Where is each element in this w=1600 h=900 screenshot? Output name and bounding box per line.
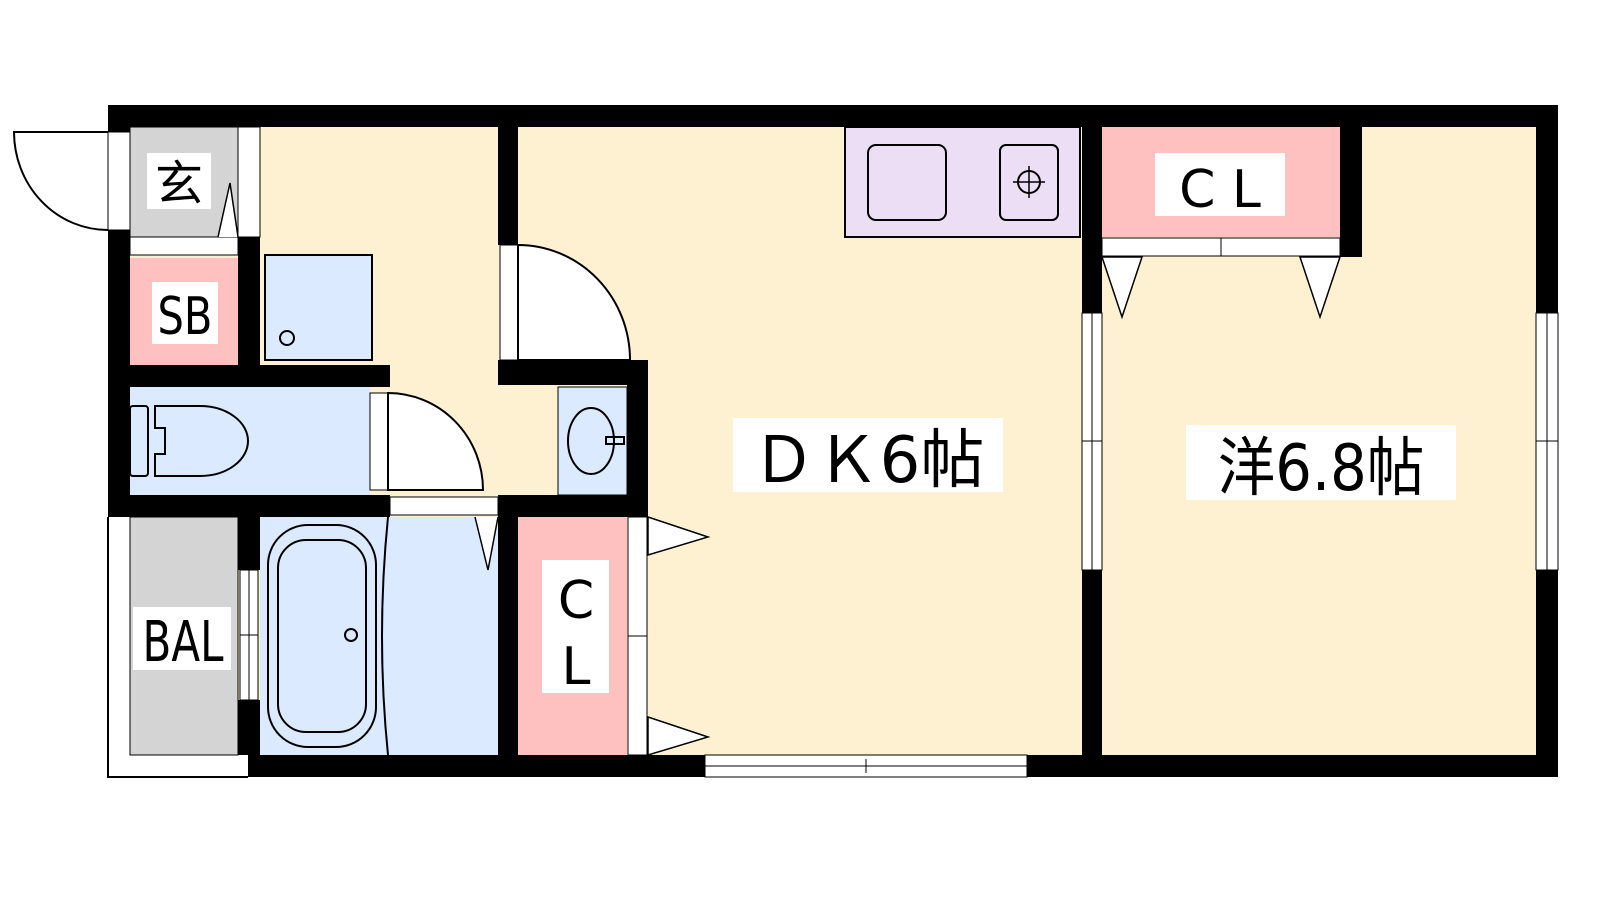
walls [108, 105, 1558, 777]
label-bg [133, 607, 231, 670]
shoe-box-door-icon [217, 182, 239, 238]
closet-top-label: C L [1179, 160, 1261, 220]
bathtub-icon [267, 516, 389, 756]
shoe-box-top [129, 236, 239, 256]
washer-space [264, 254, 373, 361]
bathroom [260, 517, 498, 755]
balcony-outline [107, 517, 248, 778]
washbasin-icon [567, 407, 625, 475]
label-bg [147, 153, 211, 209]
sink-icon [867, 144, 947, 221]
closet-left-label-l: L [562, 637, 591, 697]
stove-icon [999, 144, 1059, 221]
burner-cross-icon [1013, 166, 1045, 198]
genkan-label: 玄 [155, 156, 203, 212]
washroom [557, 386, 628, 496]
balcony-label: BAL [143, 609, 224, 675]
closet-top-doors[interactable] [1100, 237, 1342, 320]
label-bg [152, 282, 218, 344]
label-bg [1155, 153, 1285, 216]
genkan-step [237, 126, 261, 238]
bathroom-door[interactable] [389, 496, 499, 571]
entrance-door[interactable] [12, 131, 131, 231]
toilet-door[interactable] [369, 391, 485, 491]
room-window[interactable] [1535, 312, 1559, 571]
bathroom-window [239, 569, 259, 701]
balcony-sliding-window[interactable] [704, 754, 1028, 778]
closet-left-label-c: C [558, 571, 594, 631]
dk-window[interactable] [1081, 312, 1103, 571]
closet-left-doors[interactable] [627, 515, 711, 757]
dk-label: ＤＫ6帖 [752, 424, 985, 498]
western-room-label: 洋6.8帖 [1218, 431, 1425, 506]
label-bg [733, 418, 1003, 492]
shoe-box-label: SB [158, 287, 213, 348]
label-bg [1186, 425, 1456, 500]
label-bg [542, 560, 609, 693]
drain-icon [279, 330, 295, 346]
hall-door[interactable] [499, 243, 632, 361]
